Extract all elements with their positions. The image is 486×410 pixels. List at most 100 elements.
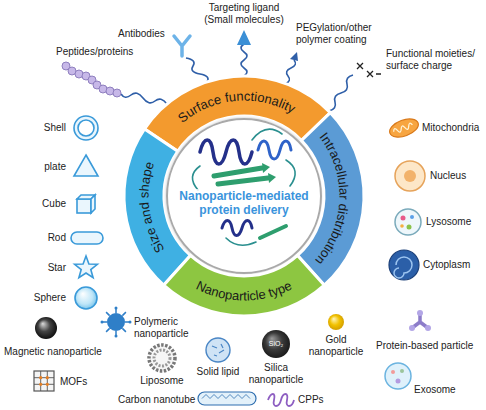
organelle-icons-part xyxy=(407,225,412,230)
connector-heads-part xyxy=(290,52,298,61)
item-label: Cube xyxy=(16,198,66,210)
organelle-icons-part xyxy=(395,161,425,191)
protein-ribbon-part xyxy=(222,221,252,236)
protein-ribbon-part xyxy=(262,163,270,173)
item-label: Nucleus xyxy=(430,170,466,182)
type-band-shape: Nanoparticle type xyxy=(161,253,327,318)
item-label: Cytoplasm xyxy=(423,259,470,271)
surface-connectors-part xyxy=(241,44,247,76)
shape-icons-part xyxy=(71,232,103,244)
item-label: Carbon nanotube xyxy=(118,394,195,406)
particle-icons-part xyxy=(268,394,294,406)
connector-heads-part xyxy=(357,63,381,77)
center-title: Nanoparticle-mediated protein delivery xyxy=(174,189,314,217)
center-disc xyxy=(166,118,322,274)
distribution-band: Intracellular distribution xyxy=(295,110,366,288)
surface-connectors-part xyxy=(121,93,167,104)
item-label: Sphere xyxy=(16,292,66,304)
organelle-icons-part xyxy=(410,215,414,219)
protein-ribbon-part xyxy=(260,226,286,238)
shape-icons-part xyxy=(74,116,98,140)
organelle-icons-part xyxy=(387,115,421,140)
particle-icons-part xyxy=(262,330,290,358)
organelle-icons-part xyxy=(401,216,406,221)
peptide-chain-part xyxy=(113,89,121,97)
protein-ribbon-part xyxy=(268,173,276,183)
item-label: MOFs xyxy=(60,376,87,388)
item-label: Rod xyxy=(16,232,66,244)
band-label: Size and shape xyxy=(137,160,168,256)
item-label: Mitochondria xyxy=(422,122,479,134)
particle-icons-part xyxy=(400,369,404,373)
particle-icons-part xyxy=(115,307,118,310)
particle-icons-part xyxy=(39,376,42,379)
shape-icons-part xyxy=(74,155,98,176)
center-circle: Nanoparticle-mediated protein delivery xyxy=(166,118,322,274)
antibody-icon-part xyxy=(174,36,190,56)
surface-connectors-part xyxy=(329,75,353,111)
protein-ribbon xyxy=(192,129,295,245)
particle-icons-part xyxy=(409,325,415,331)
item-label: Antibodies xyxy=(118,28,165,40)
antibody-icon xyxy=(174,36,190,56)
formula-label: SiO₂ xyxy=(262,340,290,348)
particle-icons-part xyxy=(46,376,49,379)
protein-ribbon-part xyxy=(258,141,291,159)
item-label: Gold nanoparticle xyxy=(306,334,366,358)
item-label: Star xyxy=(16,262,66,274)
item-label: CPPs xyxy=(298,394,324,406)
connector-heads-part xyxy=(237,30,251,45)
item-label: Liposome xyxy=(132,375,192,387)
item-label: Lysosome xyxy=(426,216,471,228)
organelle-icons-part xyxy=(404,170,416,182)
item-label: Peptides/proteins xyxy=(56,46,133,58)
particle-icons-part xyxy=(115,335,118,338)
protein-ribbon-part xyxy=(200,140,252,164)
particle-icons-part xyxy=(202,395,250,399)
particle-icons-part xyxy=(425,325,431,331)
particle-icons-part xyxy=(34,371,54,391)
item-label: Silica nanoparticle xyxy=(244,362,308,386)
protein-ribbon-part xyxy=(192,129,295,245)
band-label: Intracellular distribution xyxy=(312,130,351,268)
shape-icons-part xyxy=(78,120,94,136)
item-label: Solid lipid xyxy=(188,366,248,378)
distribution-band-shape: Intracellular distribution xyxy=(295,110,366,288)
particle-icons-part xyxy=(129,321,132,324)
organelle-icons-part-part xyxy=(393,123,414,135)
surface-connectors-part xyxy=(186,58,208,82)
particle-icons-part xyxy=(396,379,401,384)
particle-icons-part xyxy=(417,310,423,316)
particle-icons-part xyxy=(102,308,130,336)
particle-icons-part xyxy=(101,321,104,324)
particle-icons-part xyxy=(149,345,175,371)
item-label: Magnetic nanoparticle xyxy=(4,346,102,358)
item-label: PEGylation/other polymer coating xyxy=(296,22,380,46)
particle-icons-part xyxy=(34,371,54,391)
shape-icons xyxy=(71,116,103,309)
type-band: Nanoparticle type xyxy=(161,253,327,318)
item-label: Targeting ligand (Small molecules) xyxy=(196,2,292,26)
distribution-band-sector xyxy=(298,113,364,286)
particle-icons-part xyxy=(35,317,57,339)
band-label: Nanoparticle type xyxy=(194,278,294,304)
organelle-icons-part xyxy=(389,250,419,280)
organelle-icons-part-part xyxy=(387,115,421,140)
organelle-icons xyxy=(387,115,425,280)
item-label: Polymeric nanoparticle xyxy=(134,316,196,340)
item-label: Exosome xyxy=(414,384,456,396)
surface-connectors-part xyxy=(285,60,295,84)
item-label: plate xyxy=(16,161,66,173)
item-label: Shell xyxy=(16,122,66,134)
particle-icons-part xyxy=(107,313,125,331)
particle-icons-part xyxy=(39,383,42,386)
organelle-icons-part xyxy=(395,209,421,235)
particle-icons-part xyxy=(46,383,49,386)
shape-icons-part xyxy=(75,287,97,309)
shape-icons-part xyxy=(75,256,98,278)
particle-icons-part xyxy=(154,350,170,366)
particle-icons-part xyxy=(212,344,224,356)
protein-ribbon-part xyxy=(214,168,268,184)
item-label: Functional moieties/ surface charge xyxy=(386,48,483,72)
center-disc-part xyxy=(166,118,322,274)
